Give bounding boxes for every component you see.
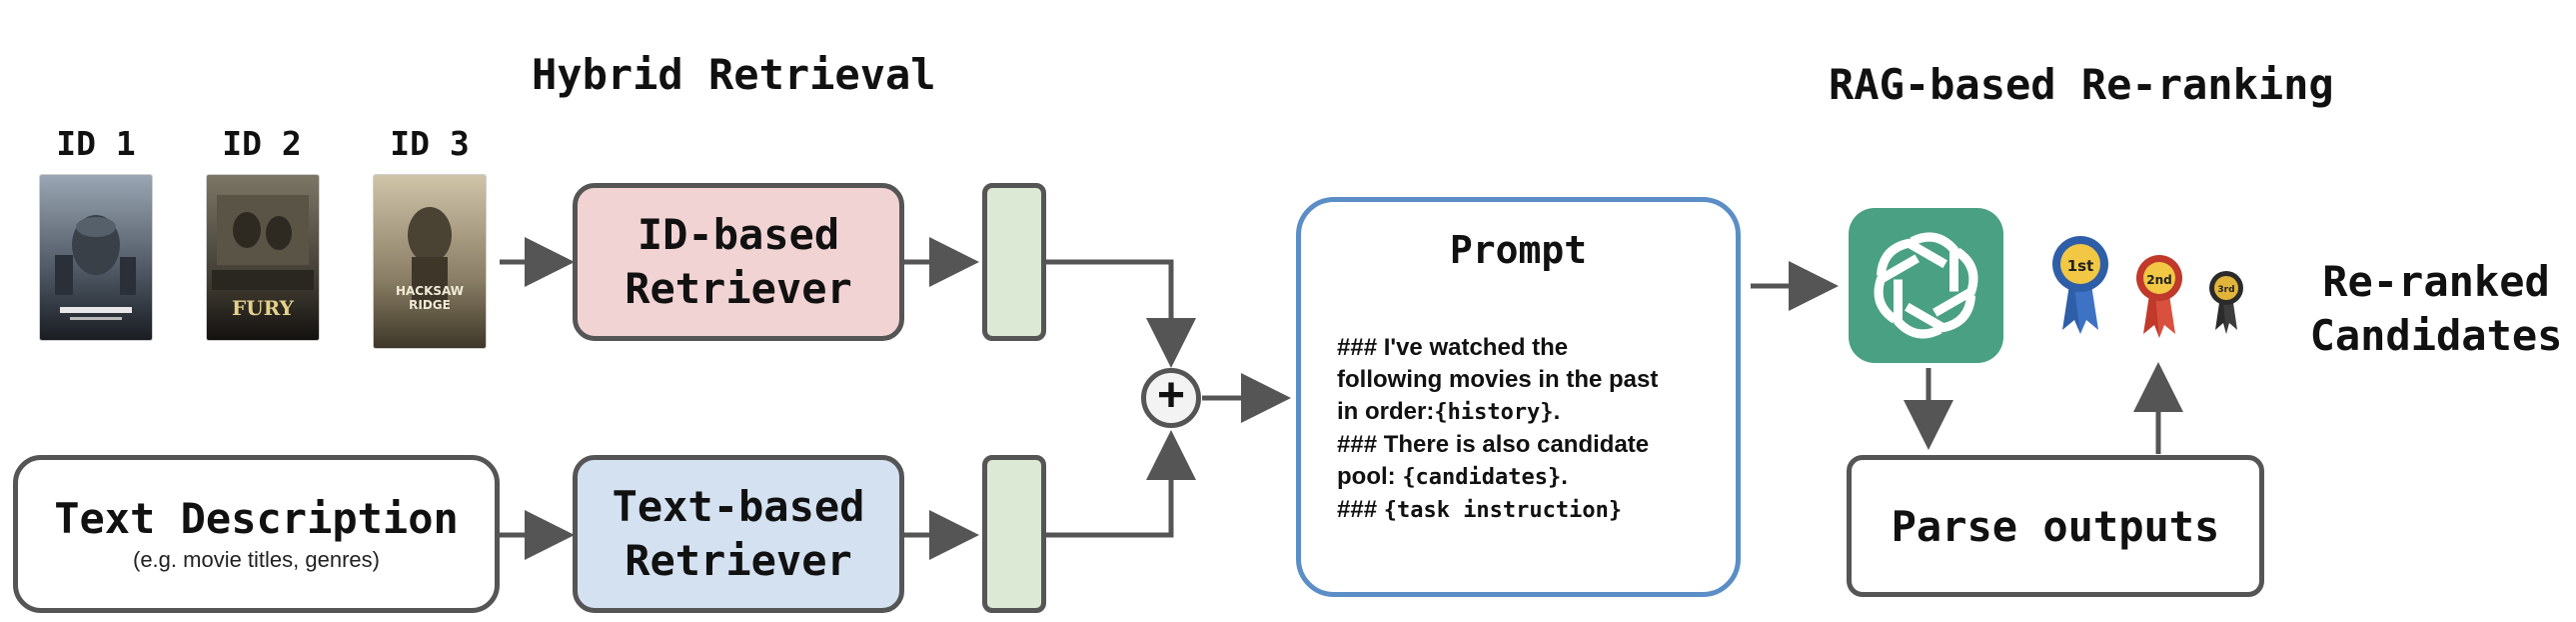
parse-outputs-box: Parse outputs [1847, 455, 2264, 597]
medal-first-icon: 1st [2052, 236, 2108, 334]
svg-text:RIDGE: RIDGE [409, 298, 451, 312]
id-label-2: ID 2 [222, 124, 302, 163]
id-retriever-line2: Retriever [625, 264, 852, 313]
id-retriever-line1: ID-based [637, 210, 840, 259]
prompt-line-3-text: in order: [1337, 398, 1435, 425]
reranked-line1: Re-ranked [2322, 257, 2550, 306]
section-title-hybrid-retrieval: Hybrid Retrieval [532, 50, 936, 99]
reranked-candidates-label: Re-ranked Candidates [2296, 255, 2576, 363]
llm-logo-icon [1849, 208, 2003, 363]
parse-outputs-label: Parse outputs [1891, 501, 2220, 551]
prompt-line-5-text: pool: [1337, 463, 1403, 490]
movie-poster-1 [40, 175, 152, 340]
prompt-line-5: pool: {candidates}. [1337, 461, 1658, 494]
prompt-line-2: following movies in the past [1337, 366, 1659, 393]
svg-text:1st: 1st [2067, 257, 2094, 275]
svg-text:2nd: 2nd [2146, 273, 2171, 287]
prompt-line-3: in order:{history}. [1337, 396, 1658, 429]
prompt-line-6: ### {task instruction} [1337, 494, 1658, 527]
id-label-3: ID 3 [390, 124, 470, 163]
movie-poster-3: HACKSAW RIDGE [374, 175, 486, 348]
reranked-line2: Candidates [2309, 311, 2563, 360]
prompt-line-6-text: ### [1337, 496, 1384, 523]
arrow-text-embedding-to-plus [1046, 430, 1196, 538]
prompt-history-placeholder: {history} [1434, 400, 1554, 425]
arrow-id-embedding-to-plus [1046, 259, 1196, 368]
prompt-task-placeholder: {task instruction} [1383, 498, 1623, 523]
section-title-rag-reranking: RAG-based Re-ranking [1829, 60, 2334, 109]
prompt-title: Prompt [1449, 228, 1588, 272]
text-based-retriever-box: Text-based Retriever [573, 455, 904, 613]
medal-second-icon: 2nd [2136, 255, 2182, 338]
text-retriever-line2: Retriever [625, 536, 852, 585]
text-embedding-block [982, 455, 1046, 613]
plus-icon: + [1156, 369, 1186, 422]
prompt-line-1: ### I've watched the [1337, 334, 1569, 361]
text-description-title: Text Description [54, 494, 459, 543]
prompt-line-3-end: . [1553, 398, 1561, 425]
medal-third-icon: 3rd [2209, 271, 2243, 334]
prompt-candidates-placeholder: {candidates} [1402, 465, 1562, 490]
svg-text:FURY: FURY [232, 296, 295, 320]
text-retriever-line1: Text-based [612, 482, 865, 531]
ranking-medals: 1st 2nd 3rd [2052, 236, 2243, 338]
prompt-line-4: ### There is also candidate [1337, 431, 1650, 458]
prompt-body: ### I've watched the following movies in… [1337, 332, 1658, 527]
svg-text:HACKSAW: HACKSAW [396, 284, 464, 298]
movie-poster-2: FURY [207, 175, 319, 340]
svg-text:3rd: 3rd [2217, 285, 2234, 295]
text-description-box: Text Description (e.g. movie titles, gen… [13, 455, 500, 613]
prompt-box: Prompt ### I've watched the following mo… [1296, 197, 1741, 597]
id-label-1: ID 1 [56, 124, 136, 163]
text-description-subtitle: (e.g. movie titles, genres) [133, 547, 380, 572]
combine-plus-circle: + [1141, 368, 1201, 428]
prompt-line-5-end: . [1561, 463, 1568, 490]
id-embedding-block [982, 183, 1046, 341]
id-based-retriever-box: ID-based Retriever [573, 183, 904, 341]
